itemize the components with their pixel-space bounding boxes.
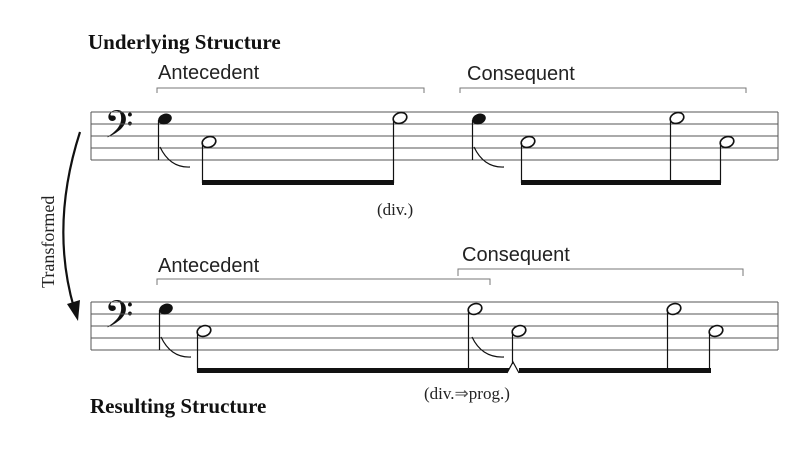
- top-note-6: [669, 111, 685, 125]
- top-note-2: [201, 135, 217, 149]
- bottom-staff: [90, 301, 779, 351]
- bottom-antecedent-notes: [158, 302, 509, 373]
- top-note-7: [719, 135, 735, 149]
- bottom-consequent-label: Consequent: [462, 244, 570, 266]
- bottom-consequent-bracket: [457, 268, 744, 276]
- transform-arrow-icon: [62, 131, 82, 309]
- top-annotation: (div.): [377, 200, 414, 219]
- implies-arrow-icon: ⇒: [454, 384, 469, 404]
- top-note-5: [520, 135, 536, 149]
- top-antecedent-notes: [157, 111, 408, 185]
- bottom-heading: Resulting Structure: [90, 394, 267, 418]
- transform-arrowhead-icon: [67, 300, 80, 321]
- top-antecedent-label: Antecedent: [158, 62, 260, 84]
- bottom-annotation-right: prog.): [468, 384, 510, 403]
- bottom-antecedent-bracket: [156, 278, 491, 285]
- bottom-consequent-notes: [511, 302, 724, 373]
- top-bass-clef-icon: 𝄢: [104, 102, 134, 156]
- top-staff: [90, 111, 779, 161]
- top-antecedent-bracket: [156, 87, 425, 93]
- top-consequent-label: Consequent: [467, 63, 575, 85]
- top-note-3: [392, 111, 408, 125]
- top-consequent-notes: [471, 111, 735, 185]
- bottom-annotation-left: (div.: [424, 384, 455, 403]
- bottom-annotation: (div.⇒prog.): [424, 384, 510, 404]
- bottom-bass-clef-icon: 𝄢: [104, 292, 134, 346]
- bottom-antecedent-label: Antecedent: [158, 255, 260, 277]
- top-heading: Underlying Structure: [88, 30, 281, 54]
- bottom-note-1: [159, 303, 173, 315]
- top-note-4: [472, 113, 486, 125]
- top-consequent-bracket: [459, 87, 747, 93]
- top-note-1: [158, 113, 172, 125]
